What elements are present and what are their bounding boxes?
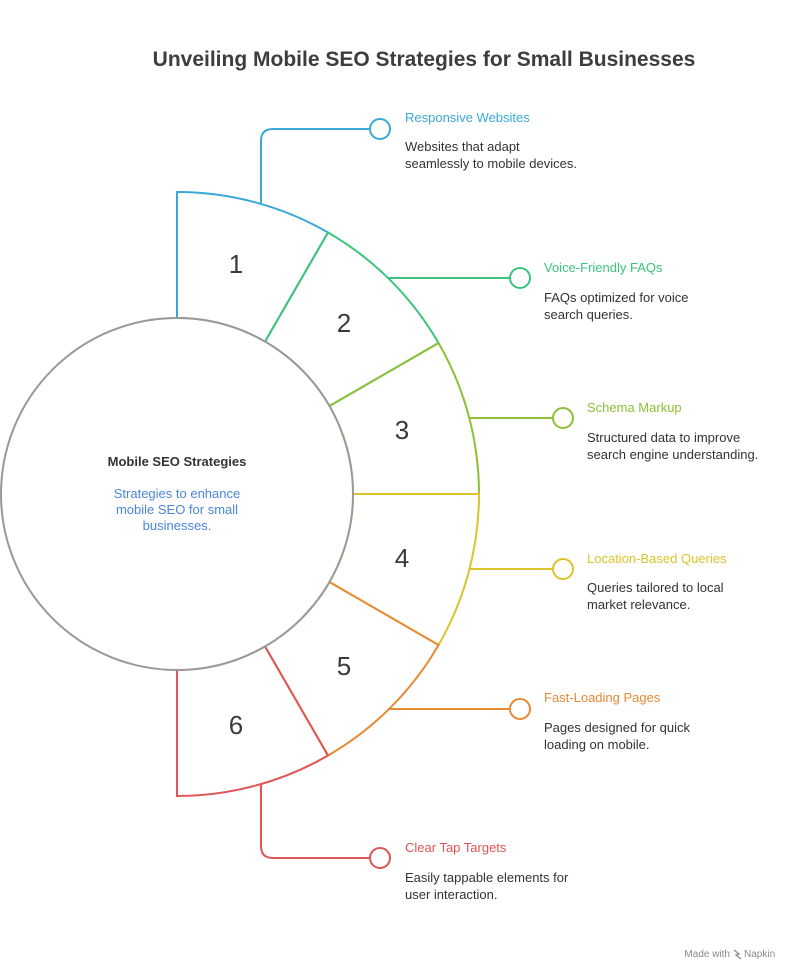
item-desc-4-line-2: market relevance. (587, 597, 690, 612)
center-title: Mobile SEO Strategies (108, 454, 247, 469)
item-desc-3-line-1: Structured data to improve (587, 430, 740, 445)
connector-node-6 (369, 847, 391, 869)
item-desc-6-line-1: Easily tappable elements for (405, 870, 569, 885)
item-desc-3-line-2: search engine understanding. (587, 447, 758, 462)
connector-node-5 (509, 698, 531, 720)
center-desc-line-3: businesses. (143, 518, 212, 533)
item-desc-5-line-1: Pages designed for quick (544, 720, 690, 735)
connector-node-2 (509, 267, 531, 289)
item-desc-5-line-2: loading on mobile. (544, 737, 650, 752)
connector-node-1 (369, 118, 391, 140)
item-title-6: Clear Tap Targets (405, 840, 507, 855)
item-desc-2-line-1: FAQs optimized for voice (544, 290, 689, 305)
footer-made-with: Made with (684, 949, 730, 960)
item-5: Fast-Loading Pages Pages designed for qu… (544, 690, 690, 752)
segment-number-5: 5 (337, 651, 351, 681)
item-2: Voice-Friendly FAQs FAQs optimized for v… (544, 260, 689, 322)
center-circle (0, 317, 354, 671)
connector-node-4 (552, 558, 574, 580)
footer-brand: Napkin (744, 949, 775, 960)
item-desc-1-line-1: Websites that adapt (405, 139, 520, 154)
center-desc-line-1: Strategies to enhance (114, 486, 240, 501)
connector-6 (260, 784, 369, 859)
item-6: Clear Tap Targets Easily tappable elemen… (405, 840, 569, 902)
item-4: Location-Based Queries Queries tailored … (587, 551, 727, 612)
segment-number-3: 3 (395, 415, 409, 445)
item-desc-4-line-1: Queries tailored to local (587, 580, 724, 595)
item-1: Responsive Websites Websites that adapt … (405, 110, 577, 171)
segment-number-1: 1 (229, 249, 243, 279)
item-title-4: Location-Based Queries (587, 551, 727, 566)
segment-number-2: 2 (337, 308, 351, 338)
connector-1 (260, 128, 369, 204)
item-desc-6-line-2: user interaction. (405, 887, 498, 902)
segment-number-6: 6 (229, 710, 243, 740)
item-desc-2-line-2: search queries. (544, 307, 633, 322)
item-3: Schema Markup Structured data to improve… (587, 400, 758, 462)
item-title-5: Fast-Loading Pages (544, 690, 661, 705)
item-title-2: Voice-Friendly FAQs (544, 260, 663, 275)
center-desc-line-2: mobile SEO for small (116, 502, 238, 517)
item-title-3: Schema Markup (587, 400, 682, 415)
footer-credit: Made with Napkin (684, 949, 775, 960)
segment-number-4: 4 (395, 543, 409, 573)
connector-node-3 (552, 407, 574, 429)
item-desc-1-line-2: seamlessly to mobile devices. (405, 156, 577, 171)
page-title: Unveiling Mobile SEO Strategies for Smal… (153, 48, 696, 71)
napkin-logo-icon (733, 949, 742, 960)
item-title-1: Responsive Websites (405, 110, 530, 125)
connectors (260, 128, 552, 859)
